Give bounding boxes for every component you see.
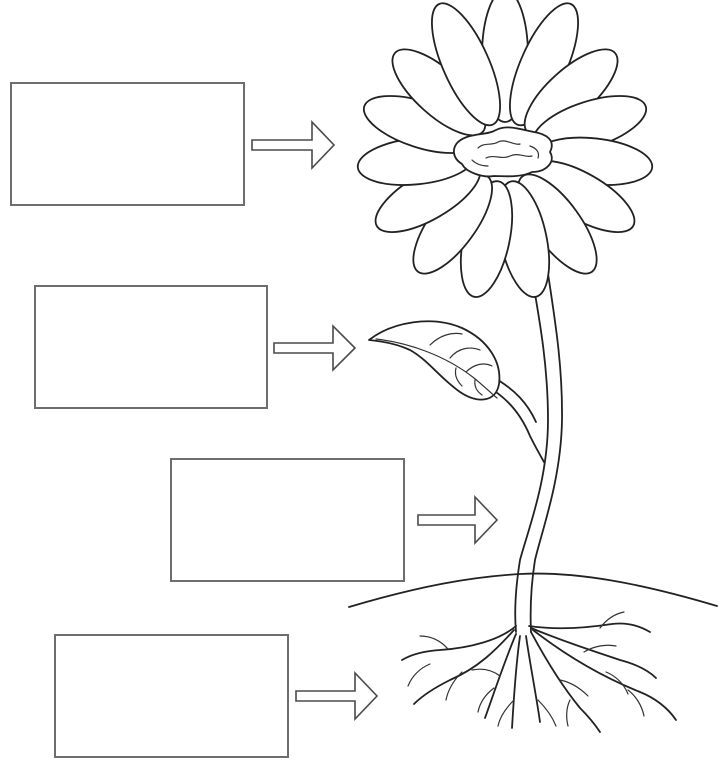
label-box-leaf[interactable] — [35, 286, 267, 408]
arrow-to-roots — [296, 673, 377, 719]
arrow-to-stem — [418, 497, 497, 543]
label-box-flower[interactable] — [11, 83, 244, 205]
leaf — [369, 321, 544, 462]
label-box-stem[interactable] — [171, 459, 404, 581]
arrow-to-leaf — [274, 326, 355, 370]
arrow-to-flower — [252, 122, 334, 168]
label-box-roots[interactable] — [55, 635, 288, 757]
roots — [402, 612, 676, 732]
